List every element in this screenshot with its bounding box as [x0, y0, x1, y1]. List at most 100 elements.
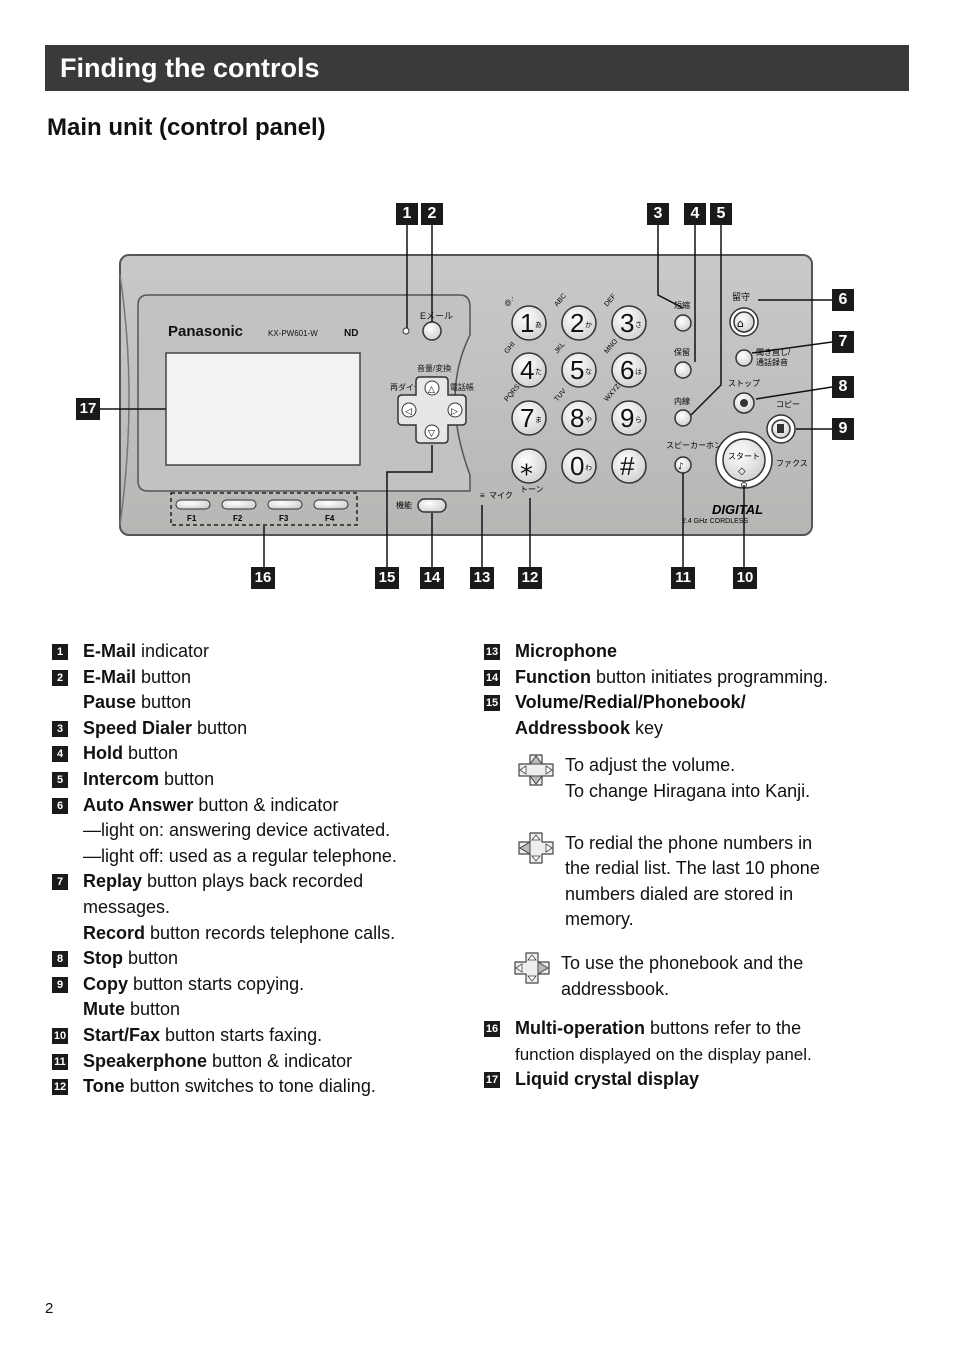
svg-text:F1: F1	[187, 514, 197, 523]
callout-2: 2	[421, 203, 443, 225]
svg-text:コピー: コピー	[776, 400, 800, 409]
svg-text:電話帳: 電話帳	[450, 382, 474, 392]
callout-3: 3	[647, 203, 669, 225]
legend-left-column: 1 E-Mail indicator 2 E-Mail button Pause…	[52, 639, 452, 1100]
legend-item-1: 1 E-Mail indicator	[52, 639, 452, 665]
page-number: 2	[45, 1300, 54, 1317]
legend-number: 17	[484, 1072, 500, 1089]
svg-text:通話録音: 通話録音	[756, 357, 788, 367]
f1-key	[175, 499, 211, 510]
legend-item-6: 6 Auto Answer button & indicator —light …	[52, 793, 452, 870]
keypad-digit: 2	[570, 308, 584, 338]
leader-lines	[100, 225, 833, 567]
callout-1: 1	[396, 203, 418, 225]
f2-key	[221, 499, 257, 510]
callout-13: 13	[470, 567, 494, 589]
legend-item-2: 2 E-Mail button Pause button	[52, 665, 452, 716]
callout-8: 8	[832, 376, 854, 398]
keypad-digit: 8	[570, 403, 584, 433]
callout-4: 4	[684, 203, 706, 225]
callout-15: 15	[375, 567, 399, 589]
keypad-kana: ま	[535, 416, 542, 424]
brand-logo: Panasonic	[168, 323, 243, 340]
keypad-kana: や	[585, 416, 592, 424]
callout-11: 11	[671, 567, 695, 589]
f4-key	[313, 499, 349, 510]
callout-9: 9	[832, 418, 854, 440]
svg-text:ファクス: ファクス	[776, 459, 808, 468]
svg-text:機能: 機能	[396, 500, 412, 510]
svg-text:⌂: ⌂	[737, 317, 744, 330]
legend-number: 15	[484, 695, 500, 712]
svg-text:F3: F3	[279, 514, 289, 523]
legend-item-17: 17 Liquid crystal display	[484, 1069, 700, 1090]
legend-item-5: 5 Intercom button	[52, 767, 452, 793]
legend-number: 4	[52, 746, 68, 763]
legend-number: 6	[52, 797, 68, 814]
keypad-digit: 1	[520, 308, 534, 338]
keypad-kana: ら	[635, 416, 642, 424]
svg-text:保留: 保留	[674, 347, 690, 357]
e-mail-button	[422, 321, 442, 341]
legend-number: 5	[52, 771, 68, 788]
auto-answer-button	[733, 311, 755, 333]
keypad-key-12[interactable]: #	[611, 448, 647, 484]
svg-text:2.4 GHz CORDLESS: 2.4 GHz CORDLESS	[682, 518, 748, 525]
svg-text:◇: ◇	[738, 466, 746, 477]
svg-text:ストップ: ストップ	[728, 379, 760, 388]
lcd-display	[165, 352, 361, 466]
legend-number: 13	[484, 644, 500, 660]
keypad-kana: さ	[635, 321, 642, 329]
volume-key-icon	[518, 754, 554, 786]
legend-number: 11	[52, 1053, 68, 1070]
legend-number: 1	[52, 644, 68, 660]
control-panel-diagram: Panasonic KX-PW601-W ND Eメール 音量/変換 再ダイヤル…	[0, 195, 954, 605]
svg-text:F4: F4	[325, 514, 335, 523]
keypad-key-10[interactable]: ⁎	[511, 448, 547, 484]
navigation-key	[397, 376, 467, 444]
keypad-digit: ⁎	[520, 451, 533, 481]
legend-item-12: 12 Tone button switches to tone dialing.	[52, 1076, 376, 1097]
keypad-kana: た	[535, 368, 542, 376]
legend-number: 10	[52, 1027, 68, 1044]
legend-item-7: 7 Replay button plays back recorded mess…	[52, 869, 452, 946]
control-panel-illustration: Panasonic KX-PW601-W ND Eメール 音量/変換 再ダイヤル…	[100, 225, 833, 567]
legend-item-3: 3 Speed Dialer button	[52, 716, 452, 742]
keypad-kana: か	[585, 321, 592, 329]
hold-button	[674, 361, 692, 379]
legend-number: 2	[52, 669, 68, 686]
keypad-digit: 3	[620, 308, 634, 338]
legend-number: 14	[484, 669, 500, 686]
svg-text:DIGITAL: DIGITAL	[712, 502, 763, 517]
legend-item-14: 14 Function button initiates programming…	[484, 666, 829, 687]
callout-7: 7	[832, 331, 854, 353]
keypad-digit: #	[620, 451, 635, 481]
legend-item-9: 9 Copy button starts copying. Mute butto…	[52, 972, 452, 1023]
callout-6: 6	[832, 289, 854, 311]
svg-text:聞き直し/: 聞き直し/	[756, 347, 791, 357]
model-label: KX-PW601-W	[268, 329, 318, 338]
svg-text:♪: ♪	[678, 462, 684, 472]
keypad-digit: 5	[570, 355, 584, 385]
page-title: Finding the controls	[60, 53, 320, 83]
svg-text:△: △	[428, 385, 435, 395]
speed-dialer-button	[674, 314, 692, 332]
intercom-button	[674, 409, 692, 427]
legend-right-column: 13 Microphone 14 Function button initiat…	[484, 639, 884, 1093]
function-button	[417, 498, 447, 513]
phonebook-usage: To use the phonebook and the addressbook…	[484, 951, 884, 1002]
redial-usage: To redial the phone numbers in the redia…	[484, 831, 884, 933]
callout-12: 12	[518, 567, 542, 589]
svg-text:▽: ▽	[428, 429, 435, 439]
title-bar: Finding the controls	[45, 45, 909, 91]
svg-text:留守: 留守	[732, 291, 750, 302]
keypad-kana: あ	[535, 321, 542, 329]
svg-text:ND: ND	[344, 328, 358, 339]
